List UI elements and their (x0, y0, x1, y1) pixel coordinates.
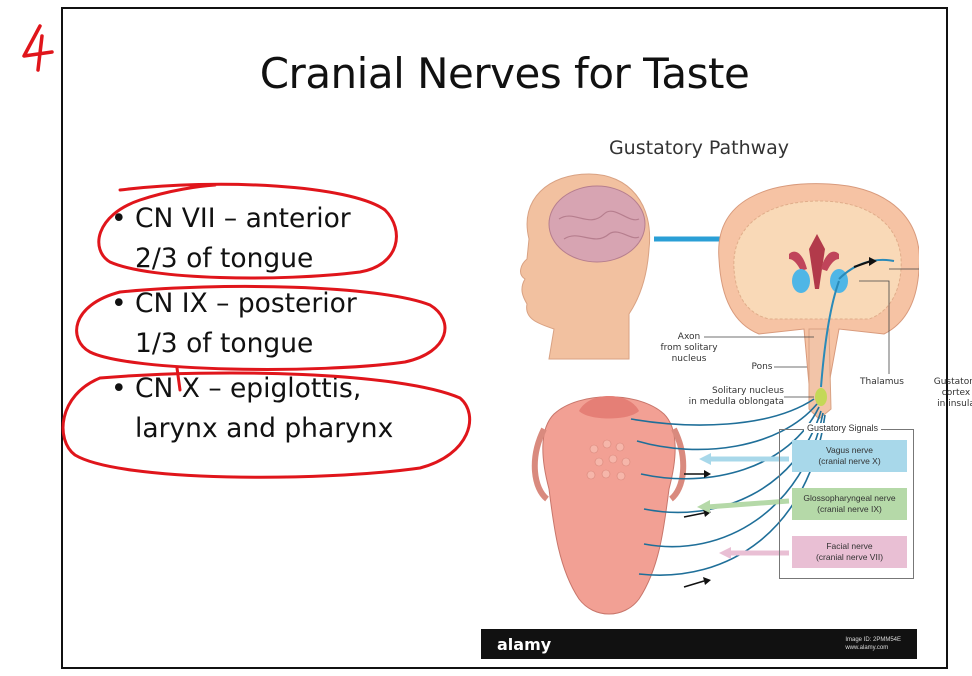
axon-label: Axon from solitary nucleus (660, 332, 718, 364)
bullet-line: larynx and pharynx (135, 413, 394, 444)
legend-vagus-nerve: Vagus nerve (cranial nerve X) (792, 440, 907, 472)
bullet-line: 1/3 of tongue (135, 328, 314, 359)
slide-title: Cranial Nerves for Taste (259, 49, 750, 98)
pons-label: Pons (751, 362, 773, 372)
legend-glossopharyngeal-nerve: Glossopharyngeal nerve (cranial nerve IX… (792, 488, 907, 520)
bullet-cn-x: • CN X – epiglottis, larynx and pharynx (103, 369, 483, 449)
tongue (542, 396, 676, 615)
signal-arrows (683, 470, 711, 588)
bullet-marker: • (111, 203, 127, 234)
watermark-meta: Image ID: 2PMM54E www.alamy.com (845, 637, 901, 651)
bullet-list: • CN VII – anterior 2/3 of tongue • CN I… (103, 199, 483, 449)
solitary-nucleus (815, 388, 827, 406)
gustatory-cortex-label: Gustatory cortex in insula (933, 377, 972, 409)
bullet-line: CN X – epiglottis, (135, 373, 362, 404)
thalamus-label: Thalamus (860, 377, 904, 387)
solitary-nucleus-label: Solitary nucleus in medulla oblongata (688, 386, 784, 407)
gustatory-pathway-figure: Gustatory Pathway Axon from solitary nuc… (479, 129, 972, 659)
bullet-cn-vii: • CN VII – anterior 2/3 of tongue (103, 199, 483, 279)
bullet-line: CN VII – anterior (135, 203, 351, 234)
bullet-line: CN IX – posterior (135, 288, 357, 319)
bullet-marker: • (111, 373, 127, 404)
epiglottis (579, 396, 639, 419)
legend-title: Gustatory Signals (804, 423, 882, 433)
bullet-line: 2/3 of tongue (135, 243, 314, 274)
brain-in-head (548, 185, 646, 263)
stock-watermark-bar: alamy Image ID: 2PMM54E www.alamy.com (481, 629, 917, 659)
taste-papillae (586, 439, 631, 481)
gustatory-signals-legend: Gustatory Signals Vagus nerve (cranial n… (779, 423, 914, 579)
slide: Cranial Nerves for Taste • CN VII – ante… (61, 7, 972, 669)
bullet-cn-ix: • CN IX – posterior 1/3 of tongue (103, 284, 483, 364)
legend-facial-nerve: Facial nerve (cranial nerve VII) (792, 536, 907, 568)
alamy-logo: alamy (497, 635, 552, 654)
gustatory-illustration (520, 173, 919, 615)
handwritten-page-number (22, 24, 54, 72)
thalamus-left (792, 269, 810, 293)
figure-title: Gustatory Pathway (608, 137, 790, 159)
bullet-marker: • (111, 288, 127, 319)
